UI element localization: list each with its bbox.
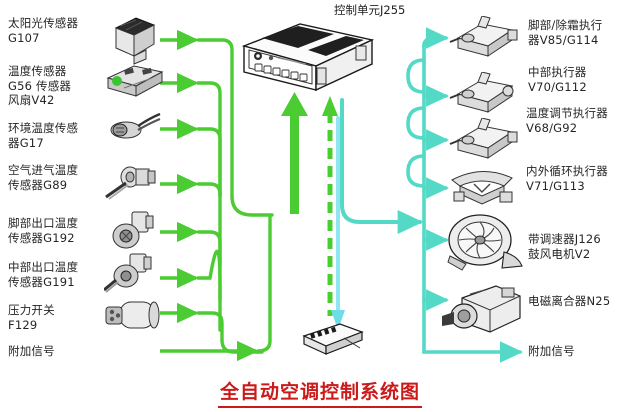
recirculation-actuator-icon bbox=[444, 162, 520, 210]
footwell-outlet-temp-sensor-icon bbox=[108, 210, 160, 254]
output-label-3: 温度调节执行器 V68/G92 bbox=[526, 106, 608, 135]
input-label-4: 空气进气温度 传感器G89 bbox=[8, 163, 79, 192]
input-bus-rail-4 bbox=[196, 182, 222, 267]
diagnostic-arrow-down bbox=[331, 310, 345, 330]
input-bus-rail-8 bbox=[256, 213, 272, 353]
output-bus-loop-2 bbox=[406, 106, 426, 140]
input-label-5: 脚部出口温度 传感器G192 bbox=[8, 216, 79, 245]
input-label-7: 压力开关 F129 bbox=[8, 303, 55, 332]
output-label-6: 电磁离合器N25 bbox=[528, 294, 611, 308]
output-label-5: 带调速器J126 鼓风电机V2 bbox=[528, 232, 601, 261]
input-bus-rail-3 bbox=[196, 127, 222, 198]
input-bus-rail-5 bbox=[196, 230, 222, 302]
actuator-motor-icon-2 bbox=[448, 72, 520, 116]
temperature-sensor-fan-icon bbox=[104, 62, 164, 98]
output-label-7: 附加信号 bbox=[528, 344, 575, 358]
input-label-6: 中部出口温度 传感器G191 bbox=[8, 260, 79, 289]
output-bus-loop-1 bbox=[406, 58, 426, 94]
control-unit-image bbox=[238, 20, 376, 92]
magnetic-clutch-compressor-icon bbox=[440, 282, 526, 340]
output-label-2: 中部执行器 V70/G112 bbox=[528, 65, 587, 94]
diagnostic-connector-icon bbox=[300, 322, 366, 358]
control-unit-label: 控制单元J255 bbox=[334, 3, 406, 17]
input-bus-join-lower bbox=[220, 338, 264, 354]
output-branch-1 bbox=[422, 27, 449, 49]
diagnostic-dashed-line bbox=[322, 96, 338, 316]
output-label-1: 脚部/除霜执行 器V85/G114 bbox=[528, 18, 603, 47]
output-label-4: 内外循环执行器 V71/G113 bbox=[526, 164, 608, 193]
input-bus-rail-2 bbox=[196, 81, 222, 198]
input-bus-rail-1 bbox=[196, 38, 234, 198]
diagram-title: 全自动空调控制系统图 bbox=[0, 377, 640, 408]
ambient-temp-probe-icon bbox=[108, 110, 162, 144]
pressure-switch-icon bbox=[104, 298, 160, 334]
actuator-motor-icon-1 bbox=[448, 16, 520, 60]
input-label-1: 太阳光传感器 G107 bbox=[8, 16, 79, 45]
input-bus-rail-6 bbox=[196, 249, 222, 332]
blower-motor-icon bbox=[444, 212, 528, 274]
output-trunk bbox=[340, 98, 424, 234]
input-label-3: 环境温度传感 器G17 bbox=[8, 121, 79, 150]
input-bus-rail-7 bbox=[196, 311, 224, 342]
diagram-title-text: 全自动空调控制系统图 bbox=[217, 377, 422, 408]
input-label-8: 附加信号 bbox=[8, 344, 55, 358]
center-outlet-temp-sensor-icon bbox=[104, 252, 162, 296]
main-input-arrow-up bbox=[281, 92, 308, 214]
intake-air-temp-sensor-icon bbox=[104, 163, 162, 201]
output-bus-loop-3 bbox=[406, 154, 426, 188]
solar-sensor-icon bbox=[110, 14, 158, 66]
actuator-motor-icon-3 bbox=[448, 118, 520, 162]
input-label-2: 温度传感器 G56 传感器 风扇V42 bbox=[8, 64, 72, 107]
input-bus-join-upper bbox=[230, 194, 274, 217]
